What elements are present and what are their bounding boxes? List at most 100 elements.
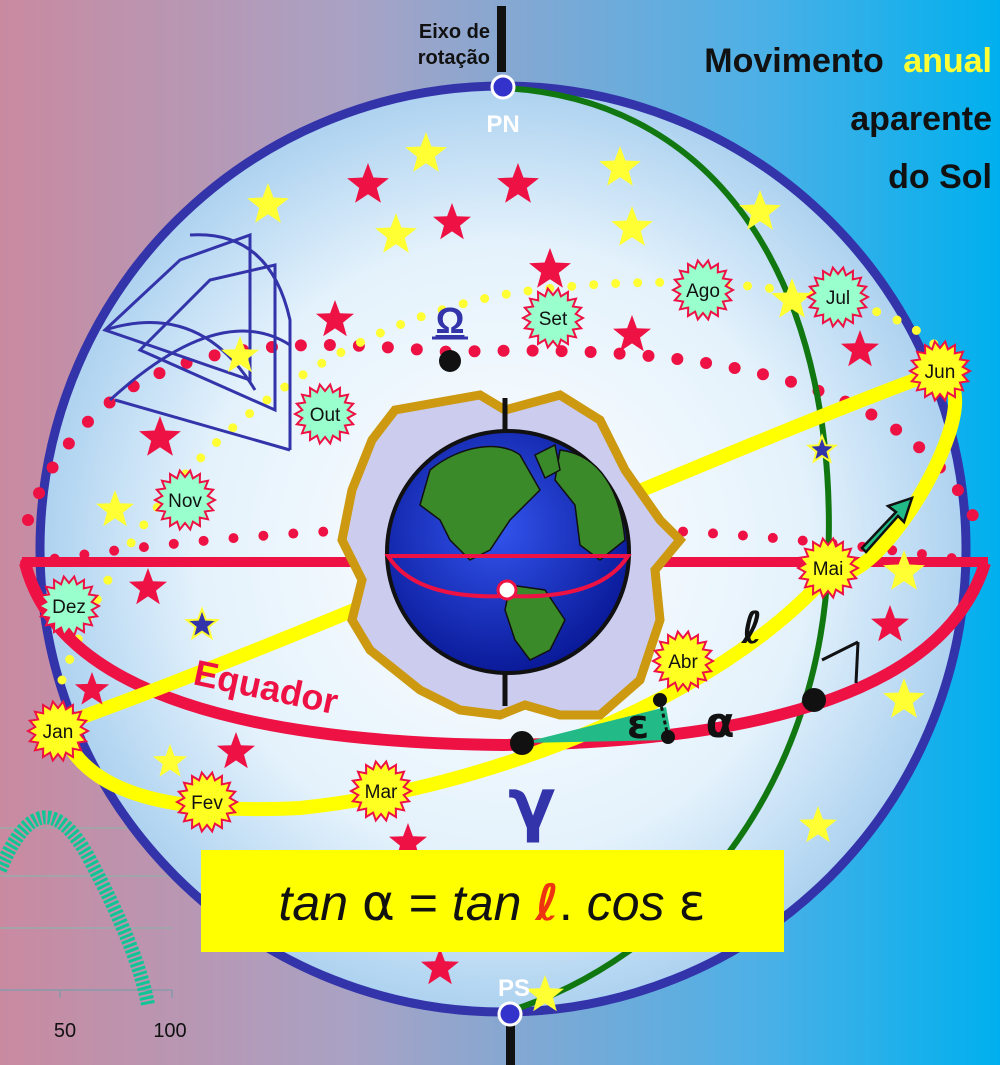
obliquity-wedge <box>522 707 672 743</box>
formula-eps: ε <box>678 874 705 932</box>
title-line1: Movimento anual <box>704 42 992 80</box>
red-star-8 <box>129 568 167 605</box>
month-burst-nov <box>152 468 218 532</box>
tick-label-50: 50 <box>54 1020 76 1042</box>
formula-dot: . <box>559 875 573 931</box>
north-pole-label: PN <box>486 111 519 138</box>
formula-alpha: α <box>362 874 395 932</box>
month-label-set: Set <box>539 309 568 330</box>
yellow-star-19 <box>611 206 653 246</box>
green-arrow <box>860 496 914 554</box>
blue-star-29 <box>184 606 220 641</box>
earth-center-marker <box>496 579 518 601</box>
month-label-fev: Fev <box>191 793 223 814</box>
mini-chart: 50 100 <box>0 810 187 1042</box>
right-angle-marker-1 <box>821 640 859 662</box>
month-marker-mai: Mai <box>795 536 861 600</box>
month-marker-fev: Fev <box>174 770 240 834</box>
month-label-mar: Mar <box>365 782 398 803</box>
formula-cos: cos <box>587 875 665 931</box>
month-label-dez: Dez <box>52 597 86 618</box>
month-label-ago: Ago <box>686 281 720 302</box>
red-star-10 <box>74 672 110 705</box>
title-line2: aparente <box>850 100 992 138</box>
red-star-2 <box>433 203 471 240</box>
month-label-jan: Jan <box>43 722 74 743</box>
month-marker-dez: Dez <box>36 574 102 638</box>
stars <box>74 132 925 1012</box>
node-symbol: Ω <box>436 300 465 341</box>
month-burst-set <box>520 286 586 350</box>
month-label-nov: Nov <box>168 491 202 512</box>
red-star-0 <box>347 163 389 203</box>
title-highlight: anual <box>903 42 992 80</box>
red-star-9 <box>871 605 909 642</box>
ascending-node-point <box>439 350 461 372</box>
month-marker-out: Out <box>292 382 358 446</box>
month-marker-nov: Nov <box>152 468 218 532</box>
yellow-star-28 <box>526 975 564 1012</box>
yellow-star-25 <box>883 678 925 718</box>
alpha-label: α <box>706 698 735 747</box>
yellow-star-27 <box>799 806 837 843</box>
red-star-6 <box>841 330 879 367</box>
formula-tan1: tan <box>279 875 349 931</box>
right-angle-marker-2 <box>854 641 860 684</box>
month-burst-jun <box>907 339 973 403</box>
south-pole-label: PS <box>498 975 530 1002</box>
axis-label-line2: rotação <box>418 47 490 69</box>
south-pole-marker <box>497 1001 523 1027</box>
month-burst-jul <box>805 265 871 329</box>
month-label-jun: Jun <box>925 362 956 383</box>
vernal-equinox-point <box>510 731 534 755</box>
equator-meridian-point <box>802 688 826 712</box>
title-part1: Movimento <box>704 42 883 80</box>
month-marker-jan: Jan <box>25 699 91 763</box>
red-star-13 <box>421 948 459 985</box>
alpha-connector <box>658 699 670 738</box>
formula-ell: ℓ <box>534 874 559 932</box>
title-line3: do Sol <box>888 158 992 196</box>
formula: tan α = tan ℓ. cos ε <box>279 874 706 932</box>
yellow-star-21 <box>221 336 259 373</box>
yellow-star-23 <box>96 490 134 527</box>
month-label-abr: Abr <box>668 652 698 673</box>
yellow-star-15 <box>405 132 447 172</box>
month-marker-mar: Mar <box>348 759 414 823</box>
formula-tan2: tan <box>452 875 522 931</box>
yellow-star-22 <box>771 278 813 318</box>
vernal-symbol: γ <box>508 763 556 845</box>
red-star-3 <box>529 248 571 288</box>
yellow-star-16 <box>599 146 641 186</box>
epsilon-label: ε <box>627 702 649 748</box>
month-burst-jan <box>25 699 91 763</box>
month-burst-ago <box>670 258 736 322</box>
month-burst-mar <box>348 759 414 823</box>
red-star-1 <box>497 163 539 203</box>
month-marker-jul: Jul <box>805 265 871 329</box>
earth-continents <box>419 443 626 661</box>
month-label-jul: Jul <box>826 288 850 309</box>
north-pole-marker <box>490 74 516 100</box>
yellow-star-17 <box>247 183 289 223</box>
yellow-star-24 <box>883 550 925 590</box>
tick-label-100: 100 <box>153 1020 186 1042</box>
formula-eq: = <box>409 875 438 931</box>
grid-sketch <box>102 232 292 452</box>
blue-star-30 <box>805 433 839 464</box>
month-label-mai: Mai <box>813 559 844 580</box>
month-marker-abr: Abr <box>650 629 716 693</box>
formula-box <box>201 850 784 952</box>
yellow-star-18 <box>375 213 417 253</box>
rotation-axis-top <box>497 6 506 72</box>
ell-label: ℓ <box>741 603 763 654</box>
red-star-11 <box>217 732 255 769</box>
month-marker-set: Set <box>520 286 586 350</box>
month-burst-mai <box>795 536 861 600</box>
red-star-12 <box>389 823 427 860</box>
red-star-5 <box>613 315 651 352</box>
teal-curve <box>0 810 155 1007</box>
red-star-4 <box>316 300 354 337</box>
